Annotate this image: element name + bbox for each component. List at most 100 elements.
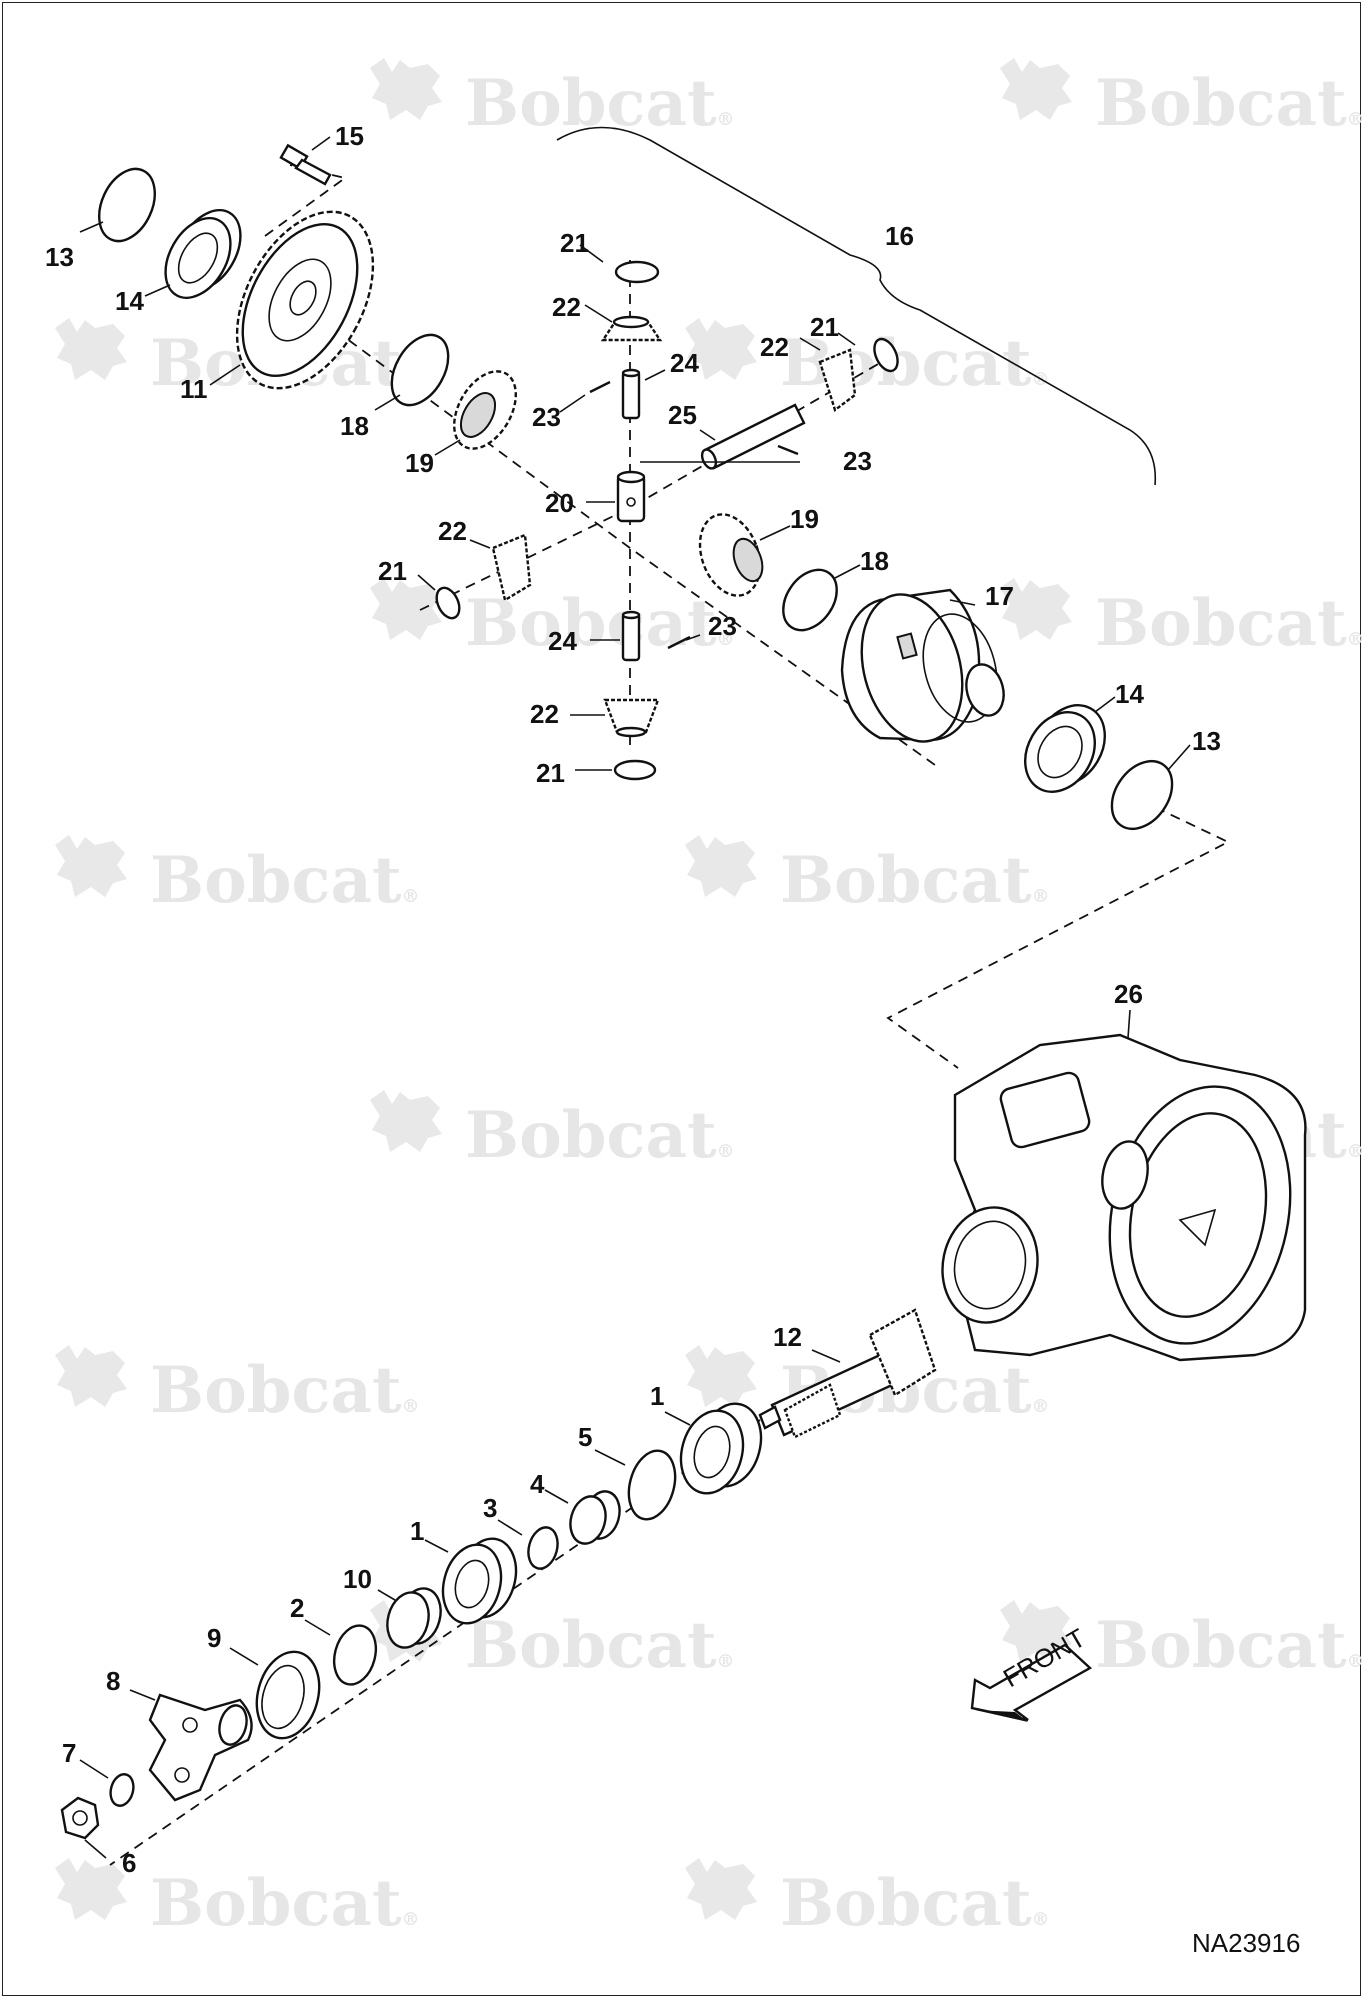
assembly-brace [556, 126, 1157, 486]
callout-22-top: 22 [552, 292, 581, 322]
cross-shaft-25 [700, 403, 806, 470]
callout-10: 10 [343, 1564, 372, 1594]
bearing-14-upper [164, 209, 242, 299]
callout-15: 15 [335, 121, 364, 151]
svg-text:Bobcat®: Bobcat® [150, 843, 420, 918]
watermark: Bobcat® [685, 835, 1050, 918]
callout-9: 9 [207, 1623, 221, 1653]
watermark: Bobcat® [685, 1858, 1050, 1941]
callout-19-lower: 19 [790, 504, 819, 534]
callout-23-c: 23 [708, 611, 737, 641]
watermark: Bobcat® [370, 1090, 735, 1173]
svg-text:Bobcat®: Bobcat® [1095, 66, 1365, 141]
callout-13-lower: 13 [1192, 726, 1221, 756]
callout-20: 20 [545, 488, 574, 518]
callout-19-upper: 19 [405, 448, 434, 478]
axle-housing-26 [941, 1033, 1307, 1362]
roll-pin-23-a [589, 380, 611, 394]
callout-labels: 13 14 11 15 18 19 21 22 24 23 25 21 22 2… [45, 121, 1221, 1878]
svg-text:Bobcat®: Bobcat® [465, 66, 735, 141]
pinion-shaft-24-lower [621, 610, 641, 662]
snap-ring-5 [627, 1449, 677, 1521]
ring-gear-11 [235, 210, 375, 390]
svg-text:Bobcat®: Bobcat® [780, 1866, 1050, 1941]
svg-text:Bobcat®: Bobcat® [150, 1866, 420, 1941]
yoke-8 [148, 1693, 253, 1802]
callout-23-a: 23 [532, 402, 561, 432]
spider-block-20 [616, 470, 646, 523]
callout-21-top: 21 [560, 228, 589, 258]
pinion-gear-22-left [491, 533, 532, 602]
callout-23-b: 23 [843, 446, 872, 476]
watermark: Bobcat® [1000, 58, 1365, 141]
callout-8: 8 [106, 1666, 120, 1696]
thrust-washer-21-right [873, 337, 899, 373]
side-gear-19-upper [453, 370, 517, 450]
callout-6: 6 [122, 1848, 136, 1878]
svg-text:Bobcat®: Bobcat® [780, 843, 1050, 918]
callout-4: 4 [530, 1469, 545, 1499]
snap-ring-13-upper [98, 167, 156, 243]
pinion-shaft-24-upper [621, 368, 641, 420]
callout-7: 7 [62, 1738, 76, 1768]
watermark: Bobcat® [1000, 578, 1365, 661]
watermark: Bobcat® [370, 58, 735, 141]
callout-13-upper: 13 [45, 242, 74, 272]
nut-6 [60, 1796, 100, 1840]
spacer-10 [386, 1587, 442, 1649]
shim-3 [527, 1526, 559, 1570]
thrust-washer-21-top [614, 260, 660, 284]
callout-24-lower: 24 [548, 626, 577, 656]
callout-25: 25 [668, 400, 697, 430]
callout-18-upper: 18 [340, 411, 369, 441]
bearing-1-upper [679, 1402, 763, 1495]
svg-text:Bobcat®: Bobcat® [465, 1608, 735, 1683]
watermark: Bobcat® [685, 318, 1050, 401]
snap-ring-2 [332, 1624, 378, 1686]
callout-22-left: 22 [438, 516, 467, 546]
thrust-washer-21-left [435, 586, 461, 620]
seal-9 [255, 1650, 321, 1740]
roll-pin-23-c [667, 635, 691, 650]
bearing-1-lower [441, 1537, 518, 1625]
callout-21-right: 21 [810, 312, 839, 342]
watermark: Bobcat® [55, 1345, 420, 1428]
callout-14-upper: 14 [115, 286, 144, 316]
thrust-washer-21-bottom [613, 759, 657, 781]
svg-text:Bobcat®: Bobcat® [1095, 586, 1365, 661]
callout-12: 12 [773, 1322, 802, 1352]
pinion-gear-22-bottom [603, 698, 660, 738]
drawing-code: NA23916 [1192, 1928, 1300, 1958]
bearing-14-lower [1024, 704, 1106, 793]
watermark: Bobcat® [55, 835, 420, 918]
thrust-washer-18-lower [782, 568, 838, 632]
watermark: Bobcat® [55, 1858, 420, 1941]
callout-21-left: 21 [378, 556, 407, 586]
side-gear-19-lower [698, 513, 764, 597]
callout-26: 26 [1114, 979, 1143, 1009]
roll-pin-23-b [777, 444, 799, 456]
differential-case-17 [840, 588, 1005, 743]
snap-ring-13-lower [1110, 760, 1174, 830]
callout-3: 3 [483, 1493, 497, 1523]
pinion-gear-22-right [818, 348, 857, 412]
pinion-gear-22-top [600, 315, 663, 342]
callout-2: 2 [290, 1593, 304, 1623]
callout-11: 11 [180, 374, 208, 404]
callout-24-upper: 24 [670, 348, 699, 378]
callout-21-bottom: 21 [536, 758, 565, 788]
svg-text:Bobcat®: Bobcat® [150, 1353, 420, 1428]
spacer-4 [569, 1490, 621, 1545]
thrust-washer-18-upper [390, 333, 450, 407]
callout-22-right: 22 [760, 332, 789, 362]
watermark: Bobcat® [1000, 1600, 1365, 1683]
callout-18-lower: 18 [860, 546, 889, 576]
callout-16: 16 [885, 221, 914, 251]
washer-7 [109, 1773, 135, 1807]
svg-text:Bobcat®: Bobcat® [1095, 1608, 1365, 1683]
bolt-15 [279, 143, 332, 186]
callout-17: 17 [985, 581, 1014, 611]
svg-text:Bobcat®: Bobcat® [465, 1098, 735, 1173]
